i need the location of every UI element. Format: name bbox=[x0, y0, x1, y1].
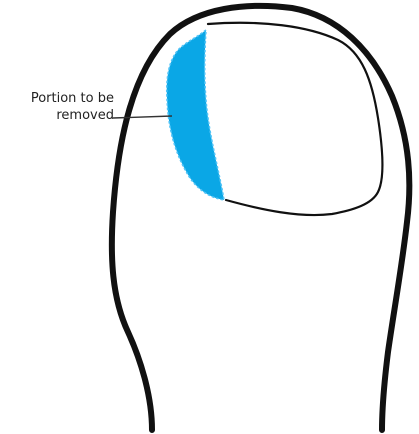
callout-label-line-1: Portion to be bbox=[0, 90, 114, 107]
toenail-outline bbox=[208, 23, 383, 215]
removed-nail-portion bbox=[167, 30, 224, 200]
callout-label-line-2: removed bbox=[0, 107, 114, 124]
callout-leader-line bbox=[113, 116, 172, 118]
callout-label: Portion to be removed bbox=[0, 90, 114, 124]
